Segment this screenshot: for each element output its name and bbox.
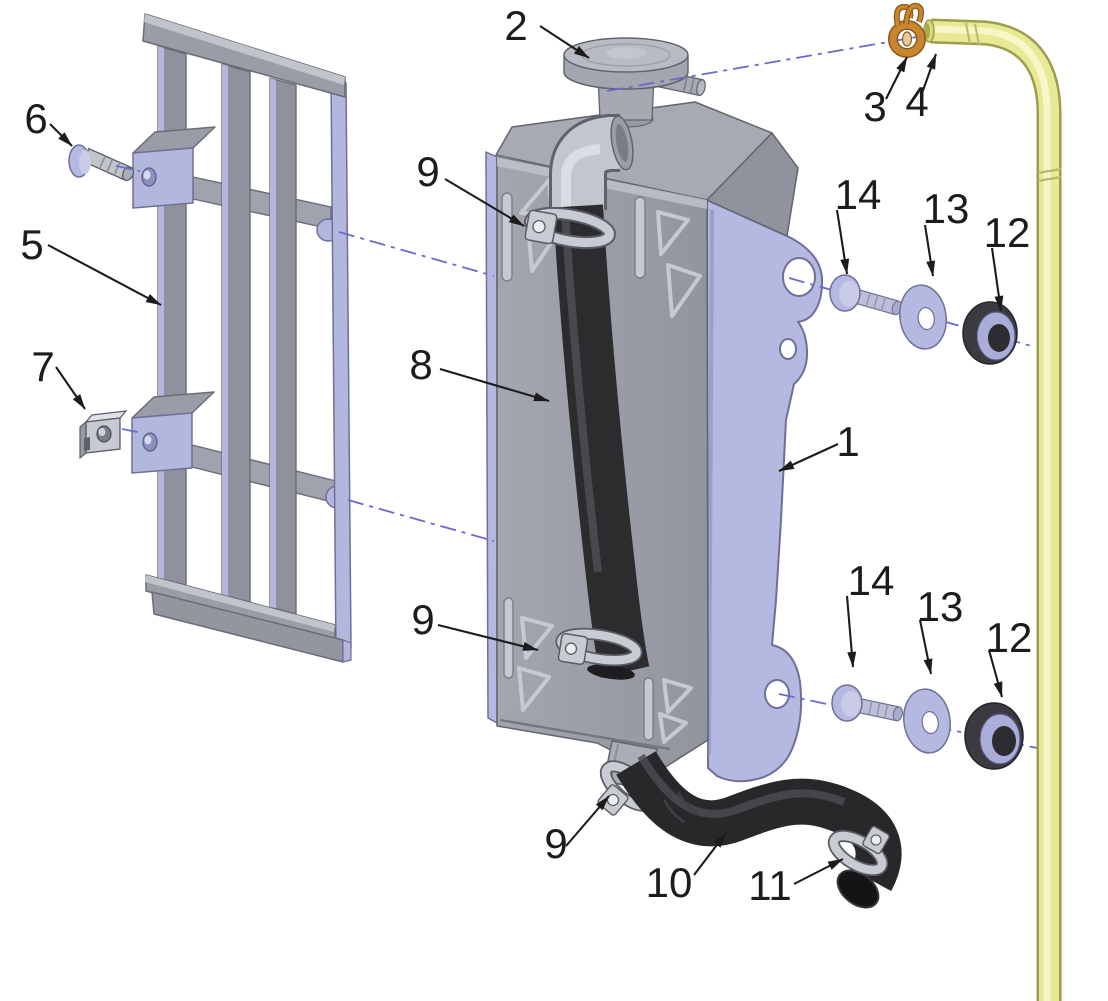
guard-tab-lower (131, 391, 215, 474)
leader-7 (55, 366, 86, 410)
radiator-elbow-pipe (549, 114, 639, 210)
mount-grommet-upper (962, 301, 1018, 365)
guard-bottom-rail (145, 574, 352, 663)
radiator-guard (131, 13, 352, 663)
corner-bracket-bottom-left (503, 597, 554, 712)
leader-9-mid (437, 623, 539, 652)
callout-6: 6 (24, 95, 47, 142)
corner-bracket-top-right (634, 196, 702, 318)
leader-9-bottom (565, 795, 610, 847)
callout-12-lower: 12 (986, 614, 1033, 661)
callout-10: 10 (646, 859, 693, 906)
callout-9-top: 9 (416, 148, 439, 195)
callout-9-bottom: 9 (544, 820, 567, 867)
leader-4 (920, 53, 937, 97)
callout-4: 4 (905, 78, 928, 125)
leader-9-top (444, 178, 525, 227)
centerline-bolt6 (115, 165, 141, 172)
centerline-clipnut7 (121, 428, 144, 434)
leader-1 (778, 443, 839, 472)
flange-hole-upper-small (779, 338, 797, 360)
leader-8 (439, 367, 550, 403)
guard-tab-upper (132, 126, 216, 209)
radiator-right-bevel (706, 132, 799, 237)
callout-5: 5 (20, 221, 43, 268)
lower-hose-clamp (827, 825, 890, 877)
mount-washer-upper (899, 284, 947, 350)
leader-14-lower (845, 595, 857, 668)
mount-grommet-lower (964, 702, 1024, 770)
leader-5 (47, 244, 162, 306)
leader-12-upper (990, 247, 1004, 312)
leader-3 (885, 56, 908, 100)
clip-nut (79, 410, 128, 460)
mount-bolt-lower (831, 684, 904, 722)
leader-10 (693, 832, 727, 876)
hose-clamp-bottom (555, 627, 643, 667)
corner-bracket-bottom-right (643, 677, 693, 744)
callout-leaders (47, 25, 1004, 885)
callout-8: 8 (409, 341, 432, 388)
mount-bolt-upper (829, 274, 903, 316)
callout-13-lower: 13 (917, 583, 964, 630)
callout-12-upper: 12 (984, 209, 1031, 256)
centerline-guard-lower (347, 499, 495, 542)
centerline-cap-to-overflow (606, 33, 935, 92)
callout-11: 11 (748, 862, 792, 909)
leader-13-upper (923, 224, 936, 277)
callout-13-upper: 13 (923, 185, 970, 232)
mount-washer-lower (903, 688, 951, 754)
callout-7: 7 (31, 343, 54, 390)
callout-14-upper: 14 (835, 171, 882, 218)
guard-bolt (68, 144, 135, 182)
leader-13-lower (918, 619, 933, 675)
callout-9-mid: 9 (411, 596, 434, 643)
flange-hole-upper-large (782, 257, 816, 297)
leader-14-upper (835, 209, 850, 275)
leader-2 (539, 25, 590, 59)
callout-2: 2 (504, 2, 527, 49)
callout-3: 3 (863, 83, 886, 130)
radiator-body (485, 101, 824, 783)
leader-12-lower (987, 649, 1004, 698)
centerline-guard-upper (338, 231, 495, 277)
flange-hole-lower (764, 679, 790, 709)
hose-clamp-top (524, 206, 616, 250)
leader-6 (49, 123, 73, 147)
leader-11 (793, 858, 844, 885)
overflow-hose (923, 18, 1062, 1001)
callout-labels: 1 2 3 4 5 6 7 8 9 9 9 10 11 12 13 14 12 … (20, 2, 1032, 909)
guard-top-rail (142, 13, 346, 98)
overflow-spring-clamp (888, 2, 926, 58)
callout-14-lower: 14 (848, 557, 895, 604)
callout-1: 1 (836, 418, 859, 465)
